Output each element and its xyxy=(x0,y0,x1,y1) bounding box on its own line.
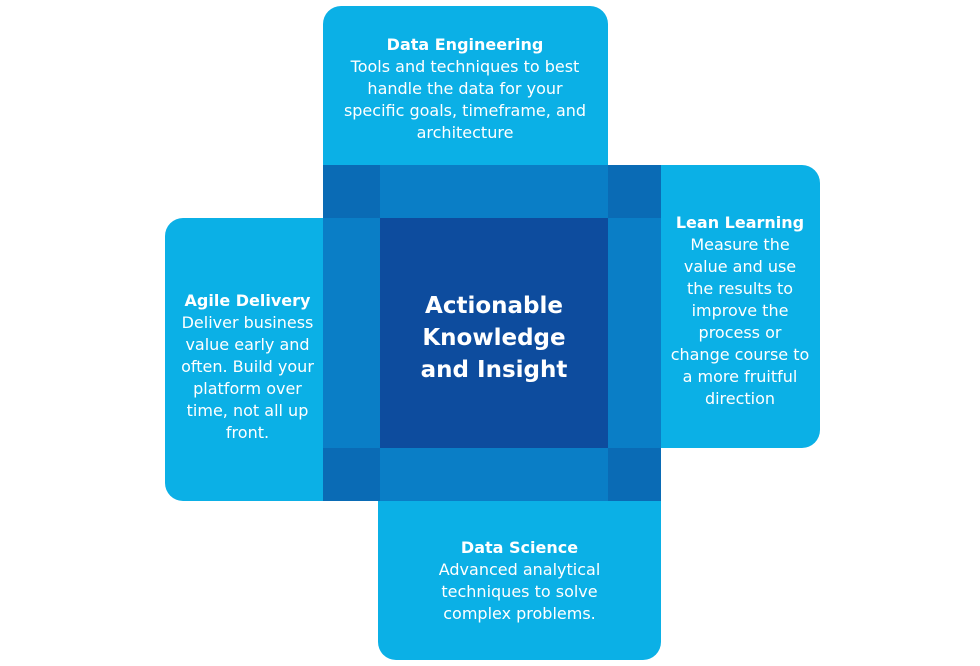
right-desc-line: Measure the xyxy=(690,235,790,254)
left-desc-line: often. Build your xyxy=(181,357,314,376)
left-desc-line: Deliver business xyxy=(181,313,314,332)
left-desc-line: front. xyxy=(225,423,270,442)
right-desc-line: the results to xyxy=(686,279,794,298)
right-desc-line: change course to xyxy=(670,345,810,364)
top-desc-line: architecture xyxy=(416,123,514,142)
overlap-corner-top-left xyxy=(323,165,380,218)
top-label: Data Engineering Tools and techniques to… xyxy=(330,34,600,144)
left-label: Agile Delivery Deliver business value ea… xyxy=(170,290,325,444)
core-box xyxy=(380,218,608,448)
right-label: Lean Learning Measure the value and use … xyxy=(662,212,818,410)
bottom-title: Data Science xyxy=(460,538,579,557)
bottom-desc-line: complex problems. xyxy=(443,604,596,623)
right-desc-line: improve the xyxy=(691,301,789,320)
center-line: Actionable xyxy=(425,293,563,319)
left-desc-line: time, not all up xyxy=(186,401,309,420)
top-desc-line: specific goals, timeframe, and xyxy=(343,101,587,120)
bottom-desc-line: Advanced analytical xyxy=(438,560,601,579)
overlap-corner-bottom-right xyxy=(608,448,661,501)
center-line: and Insight xyxy=(420,357,568,383)
top-desc-line: handle the data for your xyxy=(367,79,563,98)
right-desc-line: direction xyxy=(704,389,776,408)
right-desc-line: process or xyxy=(698,323,782,342)
left-title: Agile Delivery xyxy=(184,291,311,310)
left-desc-line: value early and xyxy=(185,335,310,354)
overlap-corner-bottom-left xyxy=(323,448,380,501)
top-title: Data Engineering xyxy=(386,35,544,54)
bottom-desc-line: techniques to solve xyxy=(441,582,598,601)
right-desc-line: a more fruitful xyxy=(682,367,798,386)
center-line: Knowledge xyxy=(422,325,566,351)
right-title: Lean Learning xyxy=(675,213,805,232)
center-label: Actionable Knowledge and Insight xyxy=(380,290,608,386)
overlap-corner-top-right xyxy=(608,165,661,218)
bottom-label: Data Science Advanced analytical techniq… xyxy=(382,537,657,625)
right-desc-line: value and use xyxy=(683,257,797,276)
left-desc-line: platform over xyxy=(193,379,302,398)
top-desc-line: Tools and techniques to best xyxy=(350,57,580,76)
